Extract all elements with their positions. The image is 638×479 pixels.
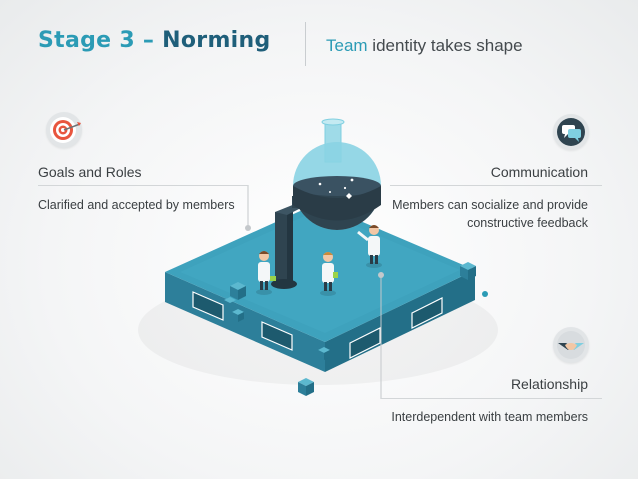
goals-heading: Goals and Roles	[38, 164, 142, 180]
handshake-icon	[553, 327, 589, 363]
relationship-heading: Relationship	[510, 376, 588, 392]
chat-bubble-icon	[553, 114, 589, 150]
relationship-description: Interdependent with team members	[391, 410, 588, 424]
scientist-middle	[320, 252, 338, 296]
scientist-left	[256, 251, 276, 295]
scientist-right	[357, 225, 382, 268]
communication-underline	[390, 185, 602, 186]
communication-heading: Communication	[490, 164, 588, 180]
header-divider	[305, 22, 306, 66]
window	[411, 297, 443, 329]
title-stage: Stage 3	[38, 28, 135, 53]
target-icon	[46, 112, 82, 148]
title-name: Norming	[162, 28, 271, 53]
page-subtitle: Team identity takes shape	[326, 36, 523, 56]
connector-dot	[245, 225, 251, 231]
page-title: Stage 3 – Norming	[38, 28, 271, 53]
title-dash: –	[134, 28, 163, 53]
connector-dot	[378, 272, 384, 278]
subtitle-accent: Team	[326, 36, 368, 55]
window	[261, 321, 293, 351]
flask	[293, 118, 381, 230]
communication-description: Members can socialize and provide constr…	[392, 198, 588, 230]
accent-dot	[482, 291, 488, 297]
subtitle-rest: identity takes shape	[367, 36, 523, 55]
relationship-underline	[381, 398, 602, 399]
goals-underline	[38, 185, 248, 186]
decor-cubes	[224, 262, 476, 396]
window	[192, 291, 224, 321]
window	[349, 327, 381, 359]
goals-description: Clarified and accepted by members	[38, 198, 235, 212]
